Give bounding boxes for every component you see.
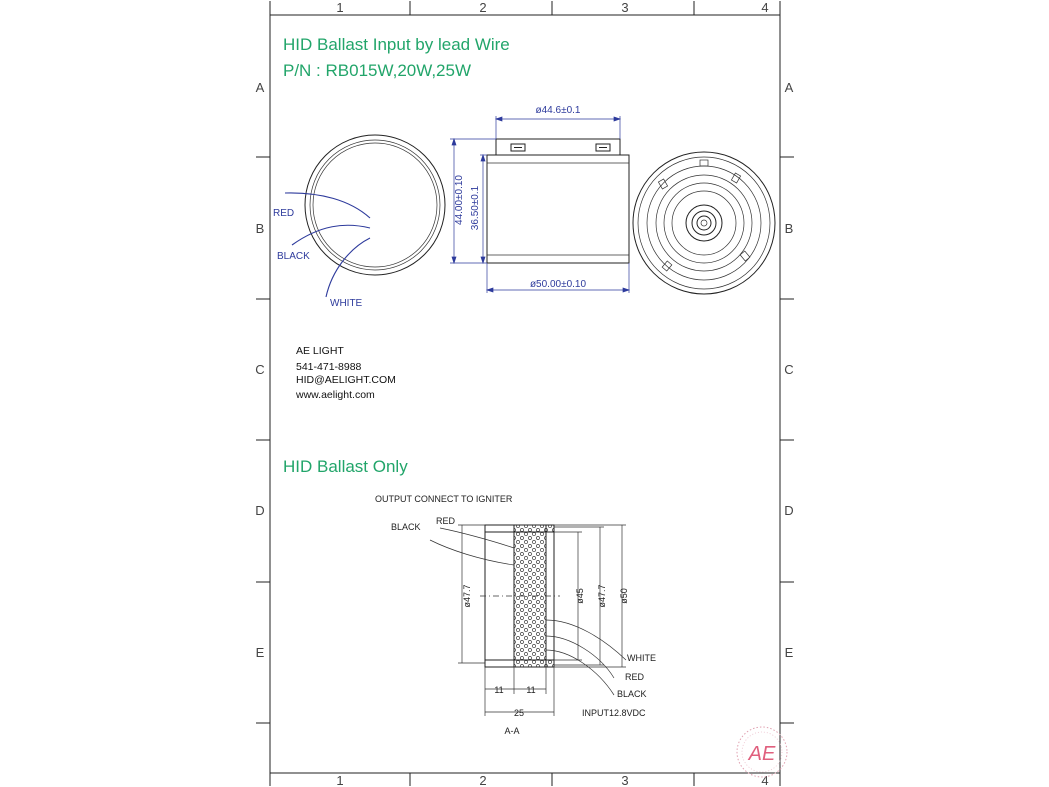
top-wire-red: RED [436,516,456,526]
section-body [480,524,560,668]
dim-width-left: 11 [494,685,503,695]
front-view-circle [304,134,446,276]
dim-height-total-label: 44.00±0.10 [454,175,465,225]
zone-row-a-right: A [785,80,794,95]
input-note: INPUT12.8VDC [582,708,646,718]
zone-col-1-bottom: 1 [336,773,343,787]
dim-width-total: 25 [514,708,524,718]
output-note: OUTPUT CONNECT TO IGNITER [375,494,513,504]
dim-height-body-label: 36.50±0.1 [470,185,481,230]
zone-row-d-left: D [255,503,264,518]
zone-row-d-right: D [784,503,793,518]
rear-view-circle [632,151,776,295]
bottom-wire-white: WHITE [627,653,656,663]
side-view-body [486,138,630,264]
top-wire-black: BLACK [391,522,421,532]
zone-col-1-top: 1 [336,0,343,15]
section-dim-lines [458,524,626,668]
frame-ticks [256,1,794,786]
dim-d47-label: ø47.7 [597,584,607,607]
dim-heights [450,137,496,265]
zone-row-c-left: C [255,362,264,377]
bottom-wire-black: BLACK [617,689,647,699]
zone-col-2-top: 2 [479,0,486,15]
zone-col-4-bottom: 4 [761,773,768,787]
input-leads [545,619,627,696]
section-label: A-A [504,726,519,736]
zone-row-b-right: B [785,221,794,236]
title-line-2: P/N : RB015W,20W,25W [283,61,471,80]
bottom-wire-red: RED [625,672,645,682]
dim-body-diameter-label: ø50.00±0.10 [530,279,587,290]
wire-label-black: BLACK [277,251,310,262]
drawing-frame [269,14,781,774]
zone-row-e-right: E [785,645,794,660]
wire-label-red: RED [273,208,294,219]
section-title: HID Ballast Only [283,457,408,476]
title-line-1: HID Ballast Input by lead Wire [283,35,510,54]
dim-left-height-label: ø47.7 [462,584,472,607]
dim-width-right: 11 [526,685,535,695]
contact-company: AE LIGHT [296,345,344,357]
zone-col-2-bottom: 2 [479,773,486,787]
contact-web: www.aelight.com [295,389,375,401]
zone-row-e-left: E [256,645,265,660]
ae-logo-stamp: AE [736,726,788,778]
zone-col-3-top: 3 [621,0,628,15]
dim-top-diameter [494,116,622,139]
lead-wires [284,192,371,298]
logo-text: AE [748,743,776,765]
contact-email: HID@AELIGHT.COM [296,374,396,386]
zone-row-b-left: B [256,221,265,236]
dim-top-diameter-label: ø44.6±0.1 [536,105,581,116]
zone-row-c-right: C [784,362,793,377]
zone-col-4-top: 4 [761,0,768,15]
contact-phone: 541-471-8988 [296,361,362,373]
wire-label-white: WHITE [330,298,363,309]
width-dims [484,667,555,716]
dim-body-diameter [485,263,631,293]
zone-col-3-bottom: 3 [621,773,628,787]
zone-row-a-left: A [256,80,265,95]
dim-d50-label: ø50 [619,588,629,604]
output-leads [429,527,515,566]
dim-d45-label: ø45 [575,588,585,604]
